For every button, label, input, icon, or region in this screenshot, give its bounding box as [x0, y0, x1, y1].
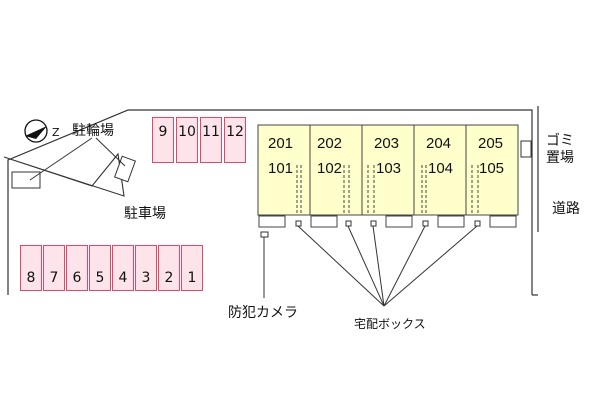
bicycle-leader-2 — [95, 137, 126, 167]
bicycle-leader-1 — [29, 137, 93, 181]
unit-number: 101 — [268, 160, 294, 177]
bicycle-rack — [11, 171, 41, 189]
unit-number: 203 — [374, 135, 400, 152]
delivery-box-4 — [422, 220, 429, 227]
delivery-leader-2 — [347, 225, 385, 307]
stair-5 — [471, 165, 479, 215]
entrance-3 — [385, 215, 413, 228]
parking-stall: 5 — [89, 245, 111, 291]
lot-boundary — [7, 109, 533, 295]
entrance-2 — [310, 215, 338, 228]
unit-number: 202 — [317, 135, 343, 152]
garbage-area-label-2: 置場 — [546, 150, 574, 166]
bicycle-rack-2 — [114, 155, 136, 183]
parking-stall: 7 — [43, 245, 65, 291]
parking-stall: 4 — [112, 245, 134, 291]
unit-number: 104 — [428, 160, 454, 177]
unit-number: 205 — [478, 135, 504, 152]
parking-stall: 9 — [152, 117, 174, 163]
delivery-box-label: 宅配ボックス — [354, 317, 426, 331]
parking-stall: 10 — [176, 117, 198, 163]
parking-stall: 6 — [66, 245, 88, 291]
unit-number: 102 — [317, 160, 343, 177]
bicycle-parking-label: 駐輪場 — [72, 123, 114, 139]
security-camera-label: 防犯カメラ — [228, 305, 298, 321]
unit-number: 204 — [426, 135, 452, 152]
unit-number: 201 — [268, 135, 294, 152]
stair-2 — [343, 165, 350, 215]
stair-3 — [367, 165, 375, 215]
svg-text:Z: Z — [52, 126, 60, 139]
bicycle-parking-area — [3, 152, 125, 197]
garbage-area — [520, 140, 532, 158]
parking-stall: 11 — [200, 117, 222, 163]
delivery-box-5 — [474, 220, 481, 227]
unit-number: 103 — [376, 160, 402, 177]
garbage-area-label-1: ゴミ — [546, 133, 574, 149]
road-label: 道路 — [552, 201, 580, 217]
entrance-5 — [489, 215, 517, 228]
parking-stall: 2 — [158, 245, 180, 291]
entrance-4 — [437, 215, 465, 228]
stair-1 — [296, 165, 302, 215]
security-camera-icon — [260, 231, 269, 238]
parking-lot-label: 駐車場 — [124, 206, 166, 222]
delivery-box-2 — [345, 220, 352, 227]
delivery-leader-1 — [297, 225, 385, 307]
entrance-1 — [258, 215, 286, 228]
parking-stall: 3 — [135, 245, 157, 291]
north-arrow-icon: Z — [24, 119, 60, 143]
delivery-leader-3 — [372, 225, 385, 307]
parking-stall: 12 — [224, 117, 246, 163]
delivery-box-1 — [295, 220, 302, 227]
unit-number: 105 — [479, 160, 505, 177]
stair-4 — [421, 165, 427, 215]
parking-stall: 8 — [20, 245, 42, 291]
parking-stall: 1 — [181, 245, 203, 291]
delivery-box-3 — [370, 220, 377, 227]
delivery-leader-5 — [383, 225, 478, 307]
delivery-leader-4 — [383, 225, 426, 307]
